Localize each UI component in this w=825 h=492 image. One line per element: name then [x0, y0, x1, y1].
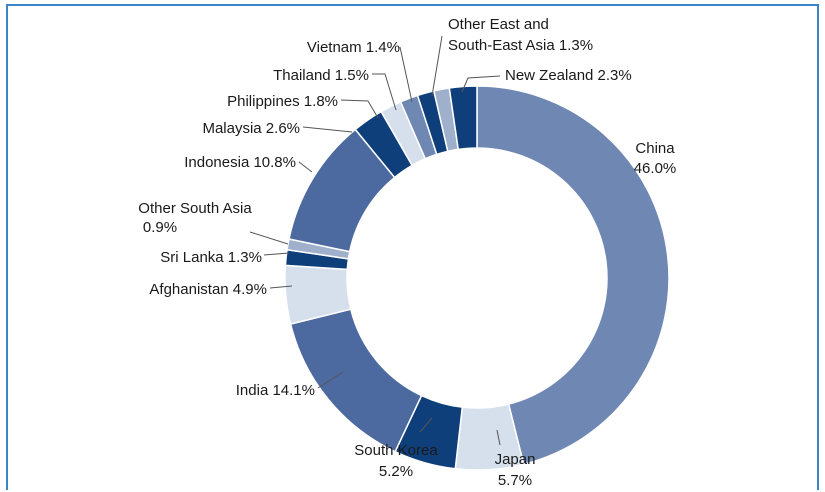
leader-other-east	[431, 35, 443, 97]
label-china-value: 46.0%	[634, 160, 677, 177]
label-other-east-line2: South-East Asia 1.3%	[448, 37, 593, 54]
leader-thailand	[372, 73, 397, 111]
slice-china	[476, 85, 670, 466]
label-other-south-asia-name: Other South Asia	[138, 200, 252, 217]
label-indonesia: Indonesia 10.8%	[184, 154, 296, 171]
label-other-south-asia-value: 0.9%	[143, 219, 177, 236]
leader-vietnam	[399, 46, 413, 103]
label-thailand: Thailand 1.5%	[273, 67, 369, 84]
leader-sri-lanka	[263, 252, 290, 256]
leader-lines	[249, 35, 501, 446]
donut-slices	[284, 85, 670, 471]
label-other-east-line1: Other East and	[448, 16, 549, 33]
slice-india	[289, 308, 423, 453]
slice-new-zealand	[448, 85, 478, 151]
label-vietnam: Vietnam 1.4%	[307, 39, 400, 56]
label-malaysia: Malaysia 2.6%	[202, 120, 300, 137]
leader-japan	[496, 429, 501, 446]
label-south-korea-name: South Korea	[354, 442, 438, 459]
leader-india	[317, 371, 344, 389]
leader-south-korea	[419, 417, 433, 433]
label-sri-lanka: Sri Lanka 1.3%	[160, 249, 262, 266]
label-south-korea-value: 5.2%	[379, 463, 413, 480]
leader-new-zealand	[461, 75, 501, 93]
label-japan-name: Japan	[495, 451, 536, 468]
chart-frame	[6, 4, 819, 490]
label-india: India 14.1%	[236, 382, 315, 399]
leader-other-south-asia	[249, 231, 289, 245]
label-philippines: Philippines 1.8%	[227, 93, 338, 110]
label-japan-value: 5.7%	[498, 472, 532, 489]
leader-afghanistan	[269, 285, 293, 289]
label-new-zealand: New Zealand 2.3%	[505, 67, 632, 84]
label-china-name: China	[635, 140, 675, 157]
leader-indonesia	[298, 161, 313, 173]
slice-labels: China 46.0% Japan 5.7% South Korea 5.2% …	[138, 16, 676, 489]
leader-philippines	[340, 99, 379, 119]
leader-malaysia	[302, 126, 353, 133]
label-afghanistan: Afghanistan 4.9%	[149, 281, 267, 298]
